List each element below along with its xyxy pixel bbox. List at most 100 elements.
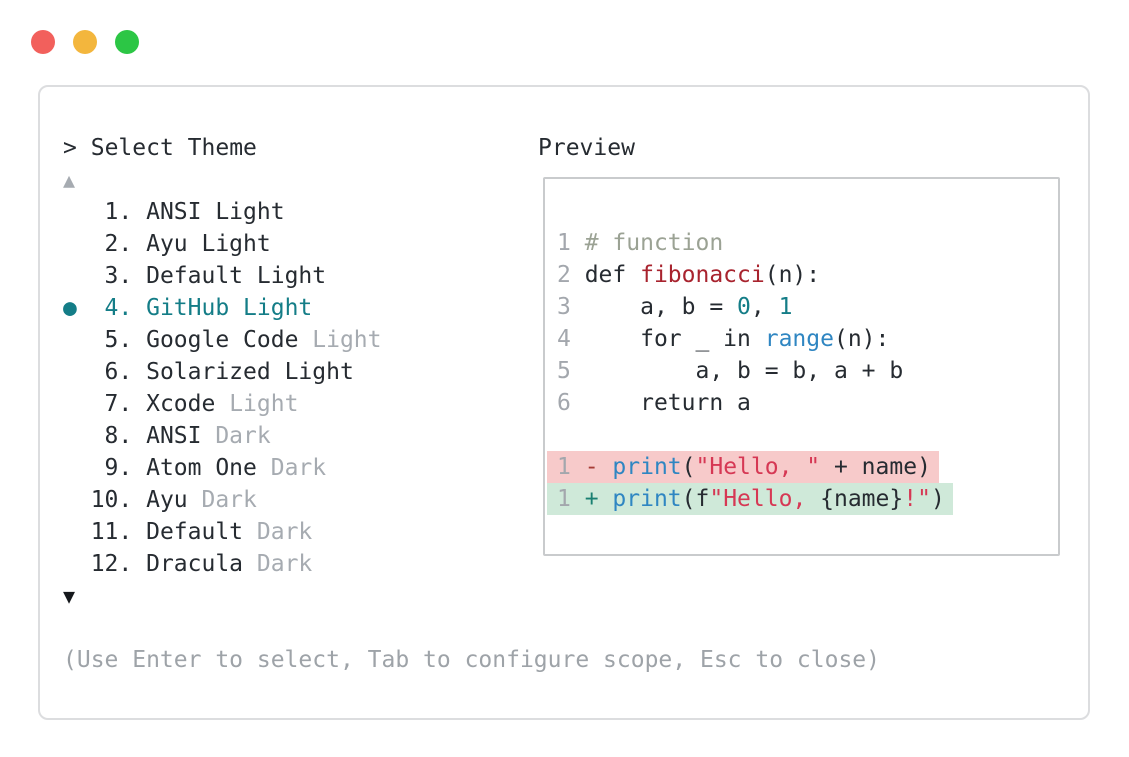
code-line: 1 # function [557,227,1058,259]
code-token: print [612,454,682,480]
item-prefix [63,519,91,545]
code-token: 0 [737,294,751,320]
item-prefix [63,359,91,385]
zoom-button[interactable] [115,30,139,54]
code-token: 1 [778,294,793,320]
item-number: 6. [90,359,147,385]
minimize-button[interactable] [73,30,97,54]
item-prefix [63,231,91,257]
code-line: 3 a, b = 0, 1 [557,291,1058,323]
code-token: def [584,262,641,288]
theme-item-google-code[interactable]: 5. Google Code Light [63,324,382,356]
code-token: ) [930,486,945,512]
item-number: 8. [90,423,147,449]
item-variant: Light [298,327,382,353]
line-number: 2 [557,262,585,288]
code-line: 2 def fibonacci(n): [557,259,1058,291]
item-prefix [63,487,91,513]
theme-list: 1. ANSI Light 2. Ayu Light 3. Default Li… [63,196,382,580]
item-label: GitHub Light [146,295,313,321]
code-token: ( [681,454,696,480]
line-number: 1 [557,486,585,512]
item-number: 7. [90,391,147,417]
item-label: ANSI Light [146,199,285,225]
item-number: 11. [90,519,147,545]
theme-picker-window: > Select Theme ▲ 1. ANSI Light 2. Ayu Li… [38,85,1090,720]
code-line: 5 a, b = b, a + b [557,355,1058,387]
item-variant: Dark [243,551,313,577]
code-token: {name} [820,486,904,512]
code-token: , [750,294,779,320]
item-number: 12. [90,551,147,577]
diff-line-removed: 1 - print("Hello, " + name) [547,451,1058,483]
code-line: 4 for _ in range(n): [557,323,1058,355]
code-token: fibonacci [640,262,765,288]
page-title: > Select Theme [63,132,382,164]
item-variant: Dark [201,423,271,449]
code-token: + [584,486,613,512]
item-label: Google Code [146,327,299,353]
item-label: Xcode [146,391,216,417]
theme-item-default[interactable]: 11. Default Dark [63,516,382,548]
item-prefix [63,455,91,481]
code-token: (f [681,486,710,512]
code-line: 6 return a [557,387,1058,419]
line-number: 1 [557,454,585,480]
item-prefix [63,199,91,225]
scroll-up-icon[interactable]: ▲ [63,168,76,192]
theme-item-ayu-light[interactable]: 2. Ayu Light [63,228,382,260]
code-token: !" [903,486,931,512]
item-number: 3. [90,263,147,289]
theme-item-dracula[interactable]: 12. Dracula Dark [63,548,382,580]
code-token: - [584,454,613,480]
item-label: Ayu Light [146,231,271,257]
item-number: 5. [90,327,147,353]
item-number: 2. [90,231,147,257]
theme-item-ansi-light[interactable]: 1. ANSI Light [63,196,382,228]
item-label: Ayu [146,487,188,513]
code-token: a, b = b, a + b [584,358,904,384]
theme-item-solarized-light[interactable]: 6. Solarized Light [63,356,382,388]
theme-item-atom-one[interactable]: 9. Atom One Dark [63,452,382,484]
item-variant: Dark [243,519,313,545]
line-number: 5 [557,358,585,384]
prompt-icon: > [63,135,77,161]
line-number: 3 [557,294,585,320]
code-token: return a [584,390,751,416]
close-button[interactable] [31,30,55,54]
item-number: 4. [90,295,147,321]
diff-chip: 1 + print(f"Hello, {name}!") [547,483,953,515]
item-prefix [63,327,91,353]
item-variant: Dark [256,455,327,481]
line-number: 6 [557,390,585,416]
theme-item-default-light[interactable]: 3. Default Light [63,260,382,292]
code-token: range [764,326,834,352]
item-variant: Light [215,391,299,417]
item-label: Atom One [146,455,257,481]
theme-item-ansi[interactable]: 8. ANSI Dark [63,420,382,452]
item-prefix [63,423,91,449]
scroll-down-icon[interactable]: ▼ [63,584,76,608]
code-token: a, b = [584,294,738,320]
code-token: + name) [820,454,931,480]
code-token: (n): [833,326,890,352]
line-number: 1 [557,230,585,256]
code-token: # function [584,230,724,256]
diff-chip: 1 - print("Hello, " + name) [547,451,939,483]
item-label: ANSI [146,423,202,449]
item-label: Default [146,519,244,545]
item-label: Default Light [146,263,327,289]
theme-item-xcode[interactable]: 7. Xcode Light [63,388,382,420]
diff-line-added: 1 + print(f"Hello, {name}!") [547,483,1058,515]
code-token: print [612,486,682,512]
keyboard-hints: (Use Enter to select, Tab to configure s… [63,647,880,673]
theme-item-ayu[interactable]: 10. Ayu Dark [63,484,382,516]
item-label: Dracula [146,551,244,577]
item-number: 1. [90,199,147,225]
item-prefix [63,263,91,289]
item-prefix [63,391,91,417]
theme-item-github-light[interactable]: ● 4. GitHub Light [63,292,382,324]
code-token: "Hello, " [695,454,821,480]
